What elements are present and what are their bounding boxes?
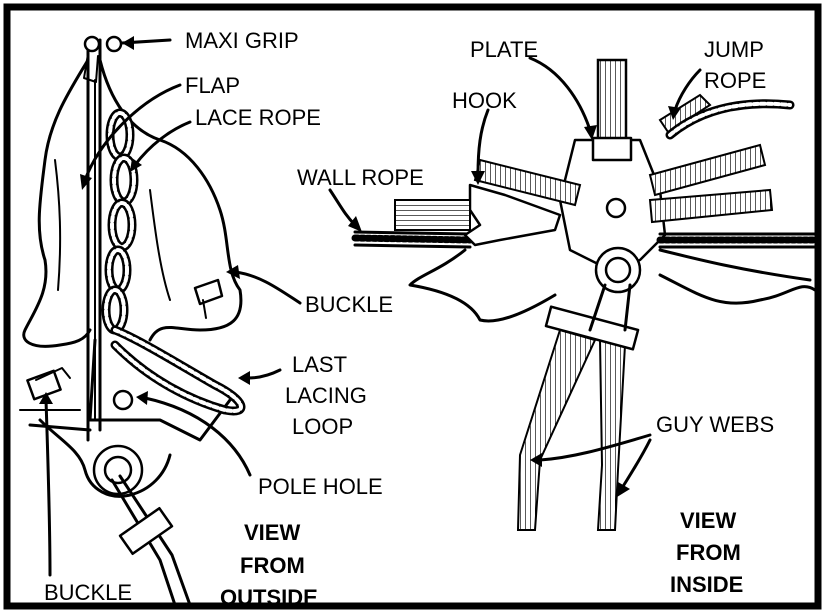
label-lace-rope: LACE ROPE bbox=[195, 105, 321, 130]
label-flap: FLAP bbox=[185, 73, 240, 98]
label-plate: PLATE bbox=[470, 37, 538, 62]
lace-rope bbox=[106, 113, 134, 330]
label-lacing: LACING bbox=[285, 383, 367, 408]
inside-view-drawing bbox=[355, 60, 815, 530]
caption-outside-line2: FROM bbox=[240, 553, 305, 578]
label-maxi-grip: MAXI GRIP bbox=[185, 28, 299, 53]
label-loop: LOOP bbox=[292, 414, 353, 439]
guy-web-right bbox=[598, 340, 625, 530]
inside-leader-lines bbox=[330, 58, 700, 497]
label-buckle-bottom: BUCKLE bbox=[44, 580, 132, 605]
maxi-grip-ring-left bbox=[85, 37, 99, 51]
label-buckle-right: BUCKLE bbox=[305, 292, 393, 317]
label-guy-webs: GUY WEBS bbox=[656, 412, 774, 437]
buckle-bottom-left bbox=[27, 371, 60, 399]
last-lacing-loop bbox=[115, 330, 241, 411]
caption-outside-line3: OUTSIDE bbox=[220, 585, 318, 610]
label-wall-rope: WALL ROPE bbox=[297, 165, 424, 190]
label-pole-hole: POLE HOLE bbox=[258, 474, 383, 499]
pole-hole bbox=[114, 391, 132, 409]
caption-inside-line3: INSIDE bbox=[670, 572, 743, 597]
maxi-grip-ring-right bbox=[107, 37, 121, 51]
caption-inside-line1: VIEW bbox=[680, 508, 736, 533]
label-last: LAST bbox=[292, 352, 347, 377]
buckle-right bbox=[195, 280, 222, 304]
label-jump: JUMP bbox=[704, 37, 764, 62]
caption-outside-line1: VIEW bbox=[244, 520, 300, 545]
guy-web-left bbox=[518, 330, 595, 530]
label-rope: ROPE bbox=[704, 68, 766, 93]
caption-inside-line2: FROM bbox=[676, 540, 741, 565]
label-hook: HOOK bbox=[452, 88, 517, 113]
